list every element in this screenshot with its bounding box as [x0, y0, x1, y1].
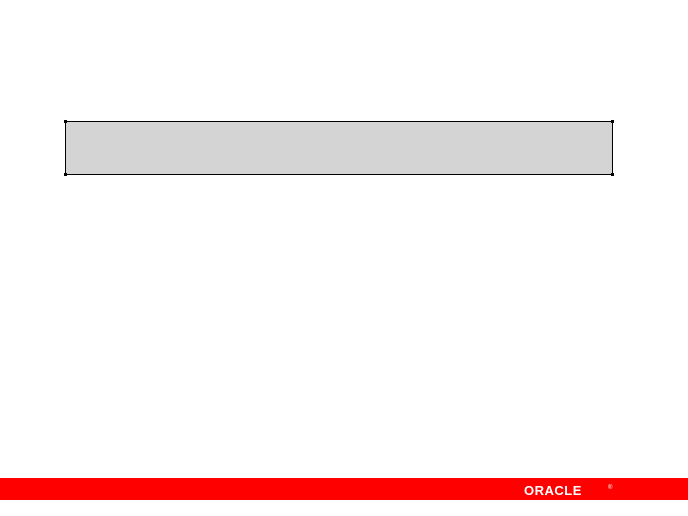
- resize-handle-bottom-right[interactable]: [611, 173, 614, 176]
- oracle-logo: ORACLE ®: [524, 483, 616, 497]
- logo-wordmark: ORACLE: [524, 483, 582, 497]
- resize-handle-top-right[interactable]: [611, 120, 614, 123]
- resize-handle-bottom-left[interactable]: [64, 173, 67, 176]
- resize-handle-top-left[interactable]: [64, 120, 67, 123]
- oracle-logo-svg: ORACLE ®: [524, 483, 613, 497]
- title-placeholder[interactable]: [64, 120, 614, 176]
- registered-mark: ®: [608, 484, 613, 491]
- footer-band: [0, 478, 688, 500]
